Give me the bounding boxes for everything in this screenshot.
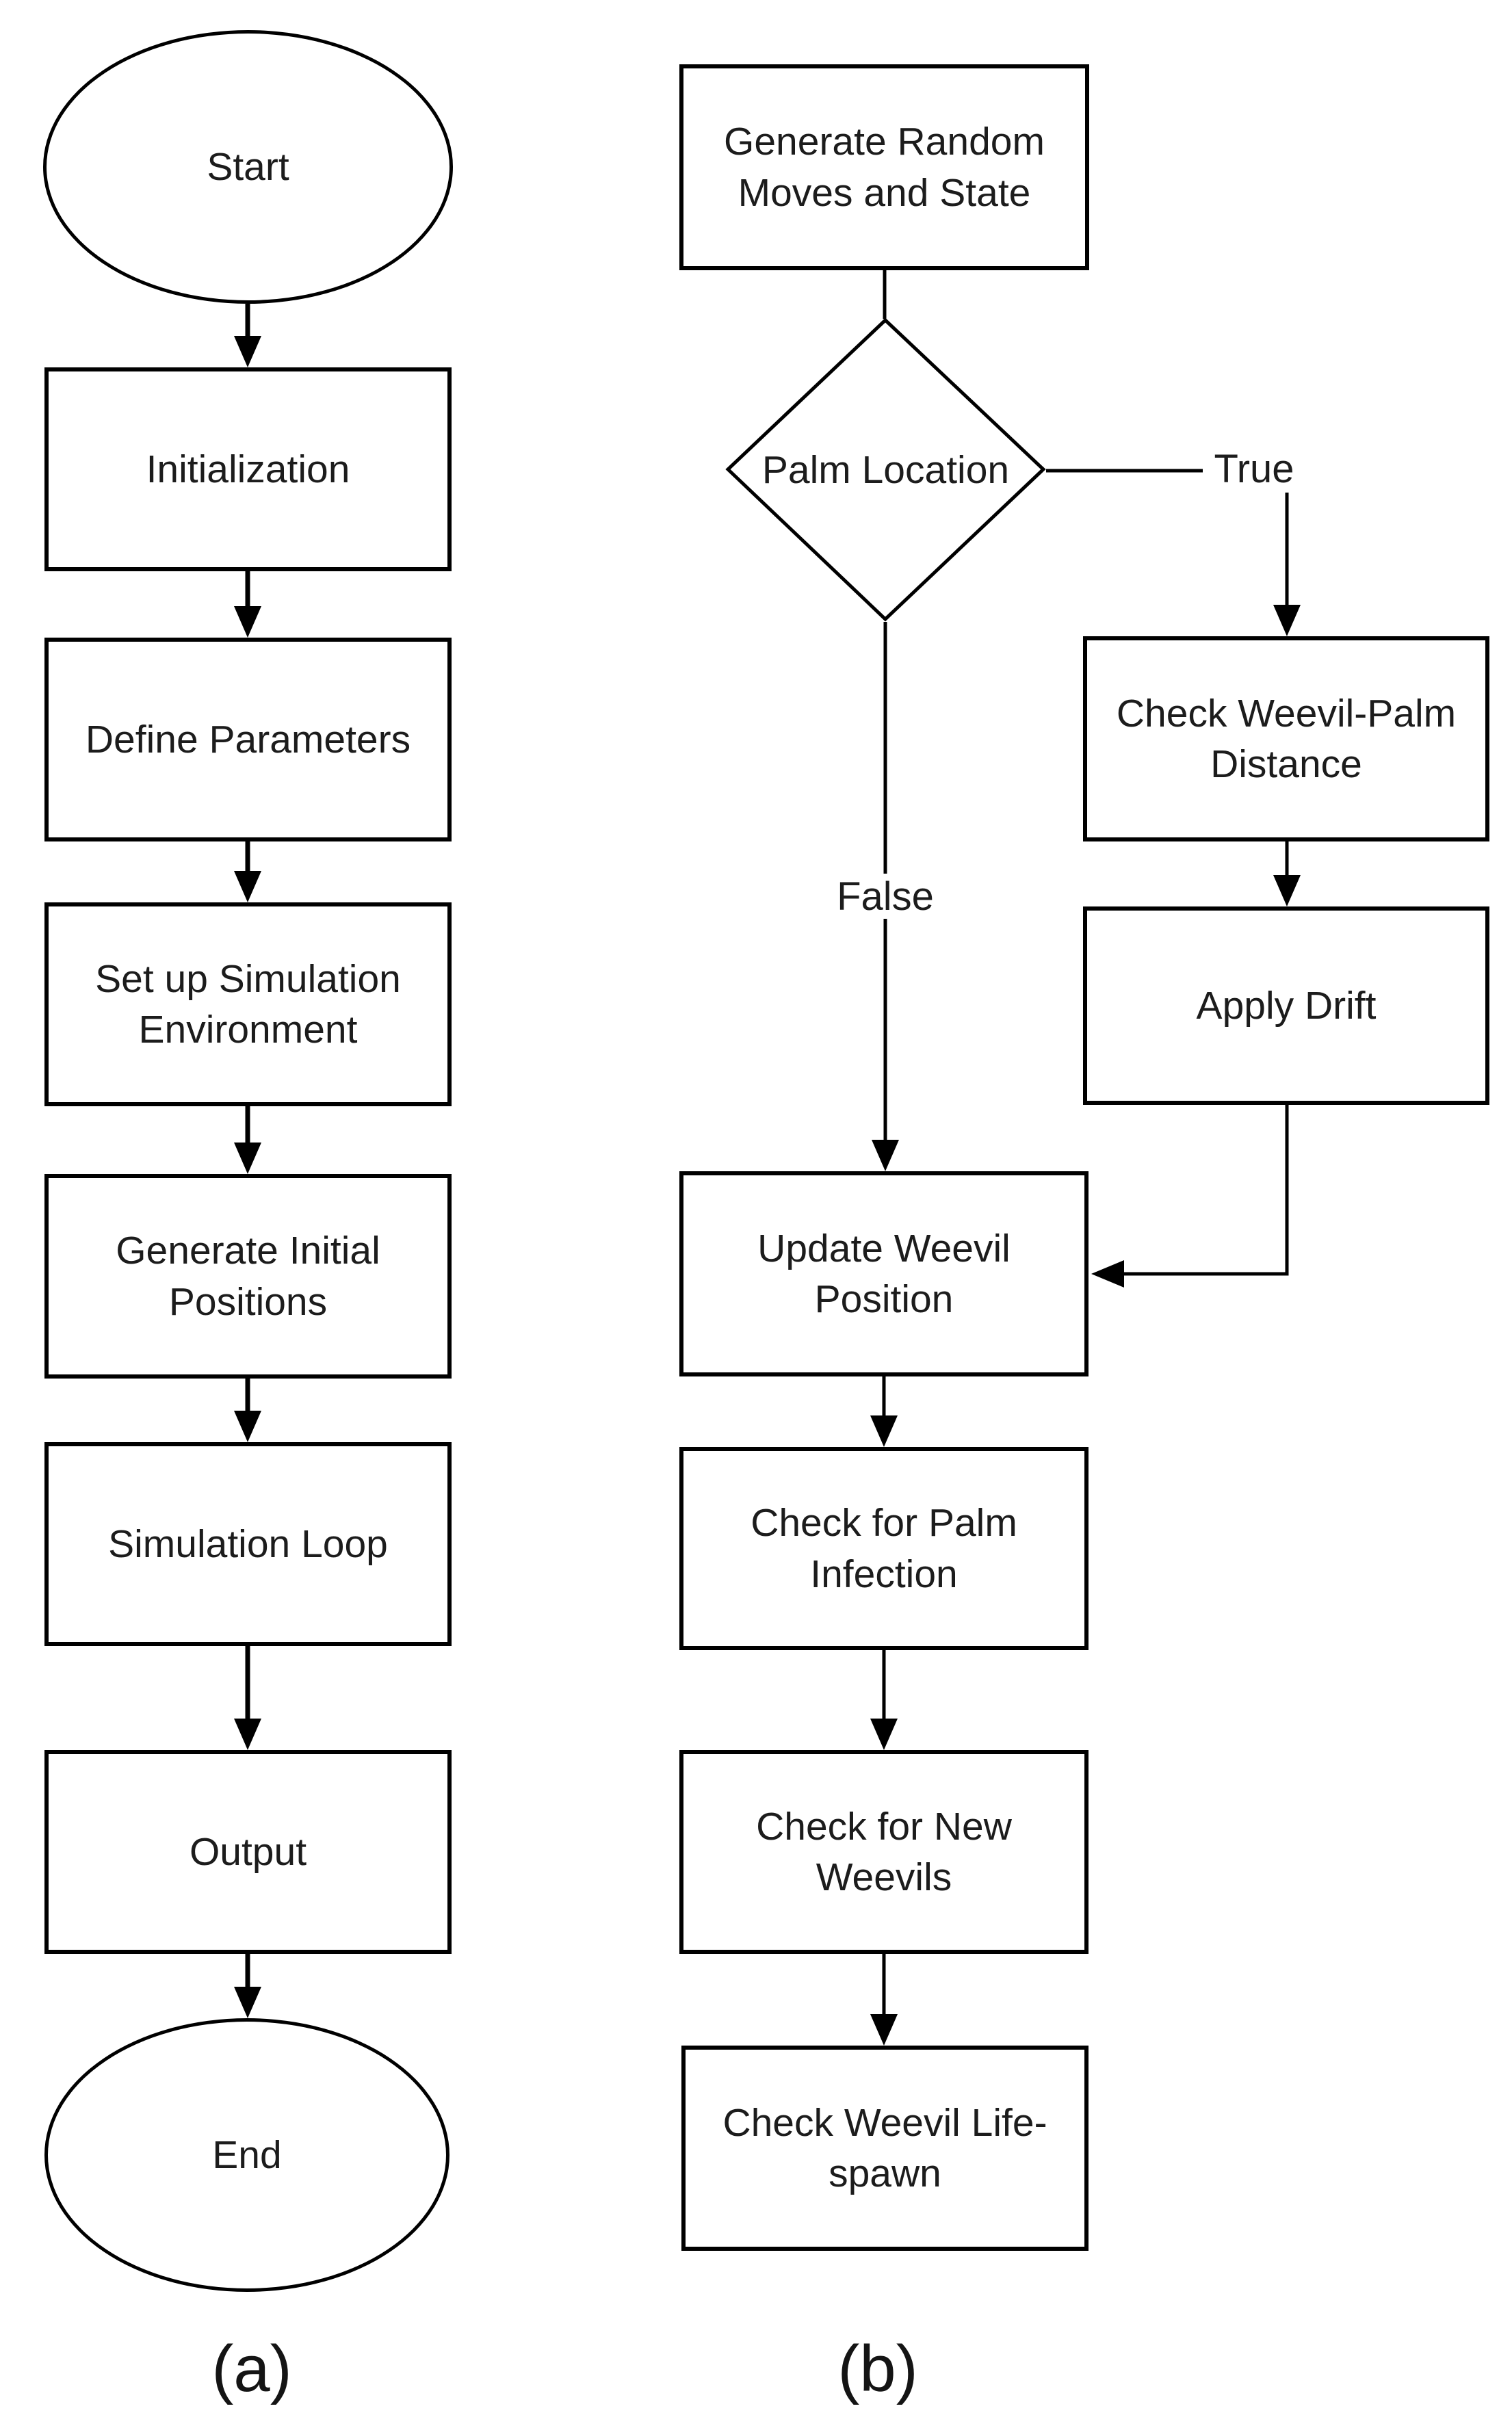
node-generate-random-moves-and-state-label: Generate Random Moves and State — [724, 120, 1045, 215]
node-generate-random-moves-and-state: Generate Random Moves and State — [679, 64, 1089, 270]
node-update-weevil-position-label: Update Weevil Position — [757, 1226, 1011, 1321]
node-apply-drift: Apply Drift — [1083, 906, 1489, 1105]
node-define-parameters-label: Define Parameters — [85, 717, 411, 761]
node-generate-initial-positions: Generate Initial Positions — [44, 1174, 452, 1379]
edge-apply-drift-to-update-position-elbow-line — [1124, 1104, 1289, 1276]
node-set-up-simulation-environment: Set up Simulation Environment — [44, 902, 452, 1106]
node-start: Start — [43, 30, 453, 304]
node-check-for-new-weevils-label: Check for New Weevils — [756, 1804, 1012, 1899]
node-output: Output — [44, 1750, 452, 1954]
node-simulation-loop: Simulation Loop — [44, 1442, 452, 1646]
node-check-weevil-palm-distance: Check Weevil-Palm Distance — [1083, 636, 1489, 841]
node-check-weevil-life-spawn-label: Check Weevil Life- spawn — [722, 2100, 1047, 2195]
edge-check-distance-to-apply-drift-arrowhead — [1273, 875, 1301, 906]
edge-define-parameters-to-setup-arrowhead — [234, 871, 261, 902]
edge-label-true: True — [1203, 445, 1305, 493]
node-output-label: Output — [189, 1829, 307, 1874]
node-start-label: Start — [207, 144, 289, 189]
edge-output-to-end-arrowhead — [234, 1987, 261, 2018]
node-check-for-new-weevils: Check for New Weevils — [679, 1750, 1089, 1954]
edge-new-weevils-to-life-spawn-arrowhead — [870, 2014, 898, 2046]
edge-label-false: False — [829, 874, 941, 919]
node-end-label: End — [212, 2132, 282, 2177]
edge-initialization-to-define-parameters-arrowhead — [234, 606, 261, 638]
edge-apply-drift-to-update-position-arrowhead — [1091, 1260, 1124, 1288]
edge-true-branch-arrowhead — [1273, 605, 1301, 636]
edge-check-infection-to-new-weevils-arrowhead — [870, 1719, 898, 1750]
node-set-up-simulation-environment-label: Set up Simulation Environment — [95, 956, 401, 1052]
edge-false-branch-arrowhead — [872, 1140, 899, 1171]
node-generate-initial-positions-label: Generate Initial Positions — [116, 1229, 380, 1324]
caption-a: (a) — [211, 2332, 292, 2405]
node-check-weevil-palm-distance-label: Check Weevil-Palm Distance — [1116, 691, 1457, 786]
edge-setup-to-generate-initial-positions-arrowhead — [234, 1143, 261, 1174]
decision-diamond-polygon — [725, 317, 1046, 622]
node-check-for-palm-infection-label: Check for Palm Infection — [751, 1501, 1017, 1596]
edge-generate-initial-positions-to-simulation-loop-arrowhead — [234, 1411, 261, 1442]
edge-start-to-initialization-arrowhead — [234, 336, 261, 367]
caption-b: (b) — [837, 2332, 918, 2405]
edge-update-position-to-check-infection-arrowhead — [870, 1415, 898, 1447]
node-define-parameters: Define Parameters — [44, 638, 452, 841]
edge-simulation-loop-to-output-arrowhead — [234, 1719, 261, 1750]
node-end: End — [44, 2018, 449, 2292]
node-simulation-loop-label: Simulation Loop — [108, 1522, 388, 1566]
node-initialization: Initialization — [44, 367, 452, 571]
node-check-for-palm-infection: Check for Palm Infection — [679, 1447, 1089, 1650]
node-check-weevil-life-spawn: Check Weevil Life- spawn — [681, 2046, 1089, 2251]
node-palm-location: Palm Location — [725, 317, 1046, 622]
node-apply-drift-label: Apply Drift — [1196, 983, 1377, 1028]
decision-diamond-shape — [725, 317, 1046, 622]
node-update-weevil-position: Update Weevil Position — [679, 1171, 1089, 1376]
node-initialization-label: Initialization — [146, 447, 350, 491]
node-palm-location-label: Palm Location — [761, 447, 1010, 492]
